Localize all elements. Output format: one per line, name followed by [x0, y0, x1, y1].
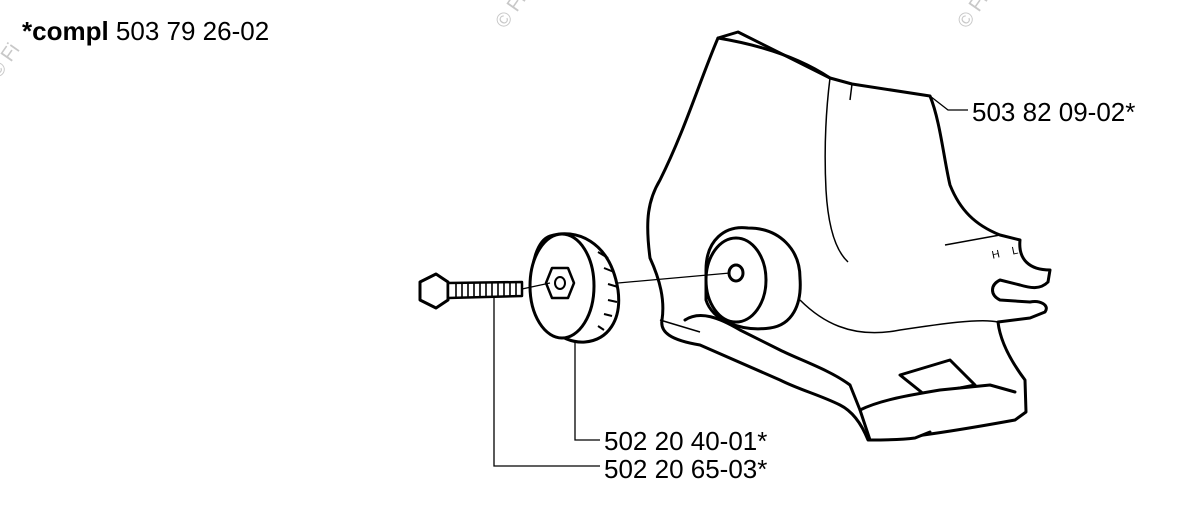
cover-contour — [799, 299, 999, 334]
screw-thread — [455, 282, 517, 298]
assembly-axis — [617, 272, 731, 284]
leader-line-screw — [493, 298, 600, 467]
cover-contour — [824, 77, 849, 263]
assembly-axis — [521, 282, 551, 290]
kit-number: *compl 503 79 26-02 — [22, 18, 269, 44]
callout-cover: 503 82 09-02* — [972, 97, 1136, 127]
leader-line-knob — [574, 342, 600, 441]
screw-shank — [446, 280, 524, 300]
cover-skirt — [858, 383, 1017, 412]
kit-prefix: *compl — [22, 16, 109, 46]
callout-knob: 502 20 40-01* — [604, 426, 768, 456]
cover-contour — [849, 83, 853, 101]
screw-head — [418, 272, 450, 310]
kit-part-number: 503 79 26-02 — [115, 16, 270, 46]
cover-boss-hole — [727, 263, 745, 283]
cover-contour — [659, 319, 701, 333]
callout-screw: 502 20 65-03* — [604, 454, 768, 484]
cover-top-rim — [716, 30, 832, 80]
knob-socket-inner — [554, 276, 566, 290]
cover-contour — [944, 234, 1001, 246]
leader-line-cover — [929, 95, 968, 111]
knob-knurl — [597, 251, 619, 331]
